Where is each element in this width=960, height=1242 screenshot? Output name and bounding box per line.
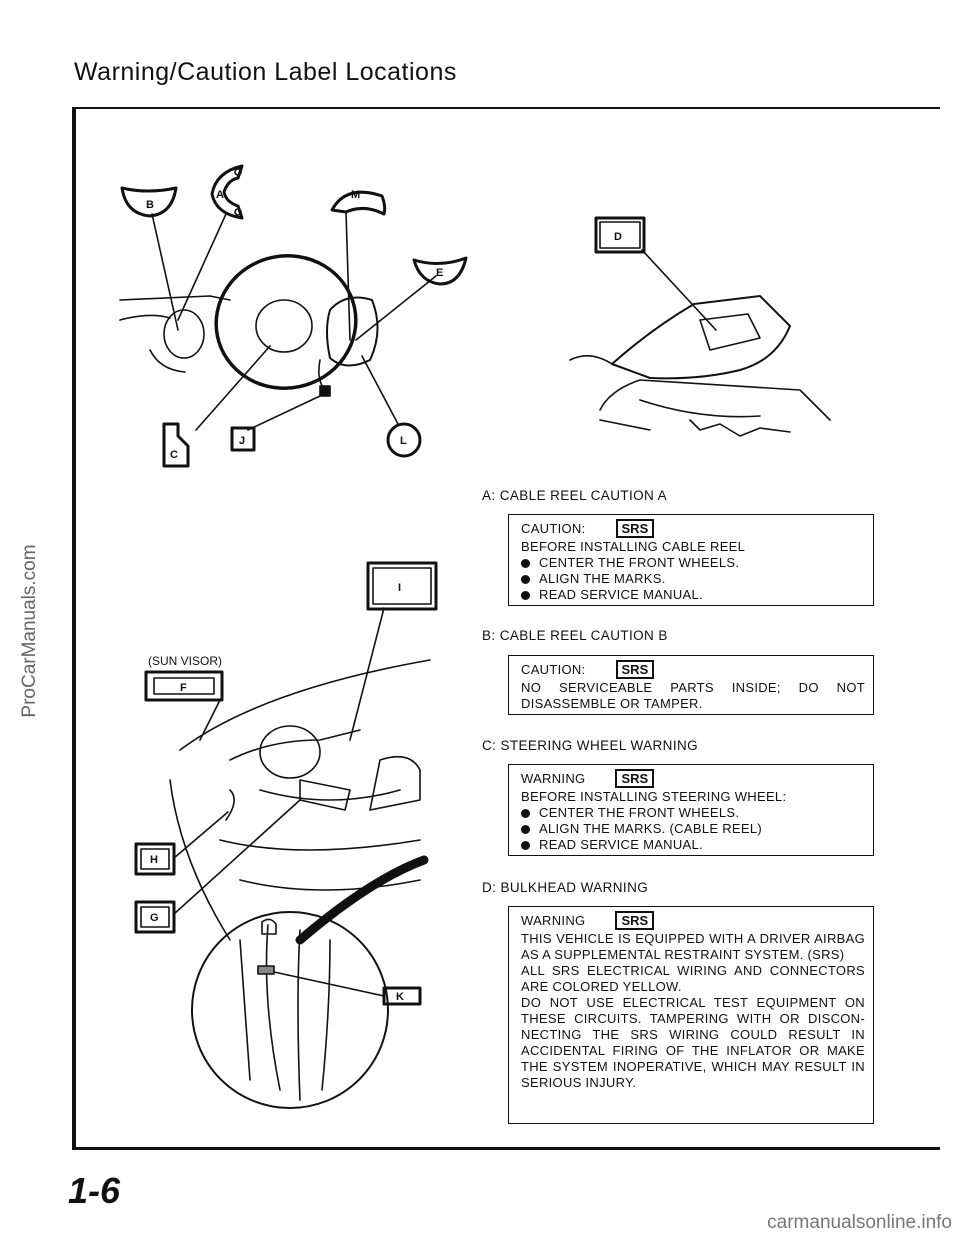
list-item: ALIGN THE MARKS. [521,571,865,587]
label-shape-m [330,190,387,216]
srs-badge: SRS [615,769,655,788]
page-number: 1-6 [68,1170,121,1211]
box-d-paragraph: THIS VEHICLE IS EQUIPPED WITH A DRIVER A… [521,931,865,962]
list-item: READ SERVICE MANUAL. [521,587,865,603]
label-shape-h [134,842,176,876]
box-a-heading: CAUTION: [521,520,586,536]
label-shape-d [594,216,646,254]
label-shape-k [382,986,422,1006]
watermark-bottom: carmanualsonline.info [767,1212,952,1233]
label-shape-f [144,670,224,702]
list-item: ALIGN THE MARKS. (CABLE REEL) [521,821,865,837]
bullet-icon [521,590,530,600]
label-text-box-b: CAUTION: SRS NO SERVICEABLE PARTS INSIDE;… [508,655,874,715]
label-text-box-a: CAUTION: SRS BEFORE INSTALLING CABLE REEL… [508,514,874,606]
box-a-intro: BEFORE INSTALLING CABLE REEL [521,539,746,554]
label-shape-g [134,900,176,934]
label-shape-l [386,422,422,458]
bullet-icon [521,840,530,850]
sun-visor-note: (SUN VISOR) [148,654,223,668]
list-item: CENTER THE FRONT WHEELS. [521,555,865,571]
svg-text:A: A [216,189,224,201]
label-shape-c [162,422,190,468]
caption-a: A: CABLE REEL CAUTION A [482,488,668,503]
bullet-icon [521,558,530,568]
box-d-paragraph: ALL SRS ELECTRICAL WIRING AND CONNECTORS… [521,963,865,994]
watermark-side: ProCarManuals.com [19,544,40,718]
open-hood [611,295,791,380]
srs-badge: SRS [615,660,655,679]
list-item: CENTER THE FRONT WHEELS. [521,805,865,821]
label-shape-a [210,164,244,220]
steering-wheel [214,254,358,390]
svg-text:F: F [180,682,187,694]
label-shape-j [230,426,256,452]
box-c-intro: BEFORE INSTALLING STEERING WHEEL: [521,789,787,804]
svg-text:K: K [396,991,404,1003]
srs-badge: SRS [615,911,655,930]
label-text-box-d: WARNING SRS THIS VEHICLE IS EQUIPPED WITH… [508,906,874,1124]
label-shape-i [366,561,438,611]
svg-text:D: D [614,231,622,243]
caption-b: B: CABLE REEL CAUTION B [482,628,668,643]
label-shape-b [120,186,178,218]
bullet-icon [521,574,530,584]
caption-c: C: STEERING WHEEL WARNING [482,738,699,753]
svg-text:B: B [146,199,154,211]
page-frame [72,107,940,1150]
door-detail-circle [191,911,389,1109]
label-shape-e [412,256,468,286]
vehicle-interior [169,659,431,941]
bullet-icon [521,824,530,834]
svg-text:E: E [436,267,443,279]
svg-text:J: J [239,435,245,447]
svg-text:I: I [398,582,401,594]
svg-text:G: G [150,912,159,924]
srs-badge: SRS [615,519,655,538]
box-d-heading: WARNING [521,912,586,928]
svg-text:L: L [400,435,407,447]
bullet-icon [521,808,530,818]
box-c-heading: WARNING [521,770,586,786]
box-b-body: NO SERVICEABLE PARTS INSIDE; DO NOT DISA… [521,680,865,711]
svg-text:M: M [351,189,360,201]
page-title: Warning/Caution Label Locations [74,58,457,86]
svg-text:C: C [170,449,178,461]
box-b-heading: CAUTION: [521,661,586,677]
caption-d: D: BULKHEAD WARNING [482,880,649,895]
label-text-box-c: WARNING SRS BEFORE INSTALLING STEERING WH… [508,764,874,856]
box-d-paragraph: DO NOT USE ELECTRICAL TEST EQUIPMENT ON … [521,995,865,1090]
list-item: READ SERVICE MANUAL. [521,837,865,853]
svg-text:H: H [150,854,158,866]
